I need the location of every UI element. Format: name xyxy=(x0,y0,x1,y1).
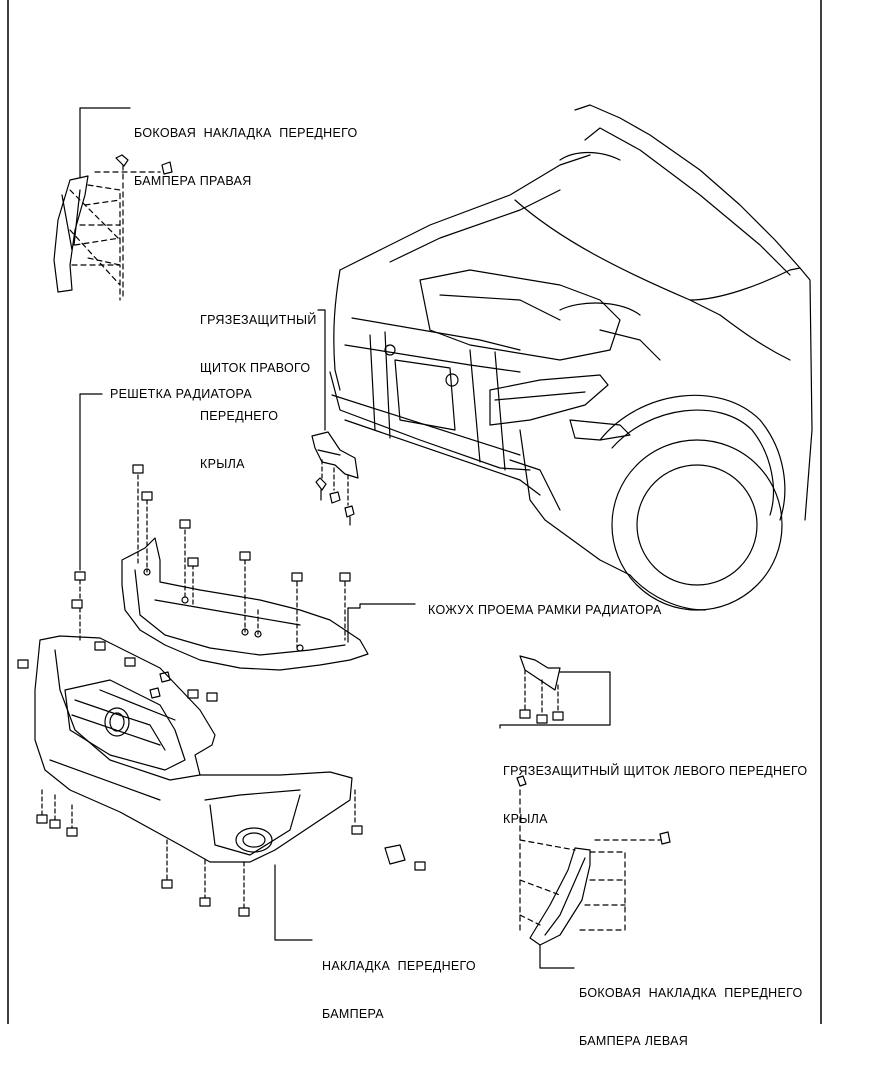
label-mudguard-left: ГРЯЗЕЗАЩИТНЫЙ ЩИТОК ЛЕВОГО ПЕРЕДНЕГО КРЫ… xyxy=(503,731,807,843)
label-mudguard-right-line2: ЩИТОК ПРАВОГО xyxy=(200,361,311,375)
label-side-trim-right-line1: БОКОВАЯ НАКЛАДКА ПЕРЕДНЕГО xyxy=(134,126,358,140)
side-trim-left-drawing xyxy=(516,775,671,969)
label-radiator-cover: КОЖУХ ПРОЕМА РАМКИ РАДИАТОРА xyxy=(428,603,662,617)
mudguard-left-drawing xyxy=(499,655,611,729)
label-bumper-cover-line2: БАМПЕРА xyxy=(322,1007,384,1021)
label-bumper-cover: НАКЛАДКА ПЕРЕДНЕГО БАМПЕРА xyxy=(322,926,476,1038)
label-radiator-grille: РЕШЕТКА РАДИАТОРА xyxy=(110,387,252,401)
label-side-trim-left: БОКОВАЯ НАКЛАДКА ПЕРЕДНЕГО БАМПЕРА ЛЕВАЯ xyxy=(579,953,803,1065)
radiator-cover-drawing xyxy=(121,537,416,671)
label-mudguard-right-line1: ГРЯЗЕЗАЩИТНЫЙ xyxy=(200,313,317,327)
side-trim-right-drawing xyxy=(53,107,173,301)
label-mudguard-right: ГРЯЗЕЗАЩИТНЫЙ ЩИТОК ПРАВОГО ПЕРЕДНЕГО КР… xyxy=(200,280,317,488)
mudguard-right-drawing xyxy=(311,309,359,526)
exploded-parts-diagram xyxy=(7,0,822,1024)
car-body-drawing xyxy=(329,104,813,611)
label-side-trim-left-line2: БАМПЕРА ЛЕВАЯ xyxy=(579,1034,689,1048)
front-bumper-drawing xyxy=(34,635,426,941)
label-mudguard-right-line4: КРЫЛА xyxy=(200,457,245,471)
label-side-trim-left-line1: БОКОВАЯ НАКЛАДКА ПЕРЕДНЕГО xyxy=(579,986,803,1000)
label-side-trim-right: БОКОВАЯ НАКЛАДКА ПЕРЕДНЕГО БАМПЕРА ПРАВА… xyxy=(134,93,358,205)
label-side-trim-right-line2: БАМПЕРА ПРАВАЯ xyxy=(134,174,252,188)
label-mudguard-left-line2: КРЫЛА xyxy=(503,812,548,826)
label-bumper-cover-line1: НАКЛАДКА ПЕРЕДНЕГО xyxy=(322,959,476,973)
label-mudguard-left-line1: ГРЯЗЕЗАЩИТНЫЙ ЩИТОК ЛЕВОГО ПЕРЕДНЕГО xyxy=(503,764,808,778)
fastener-bolts xyxy=(17,464,351,702)
label-mudguard-right-line3: ПЕРЕДНЕГО xyxy=(200,409,279,423)
